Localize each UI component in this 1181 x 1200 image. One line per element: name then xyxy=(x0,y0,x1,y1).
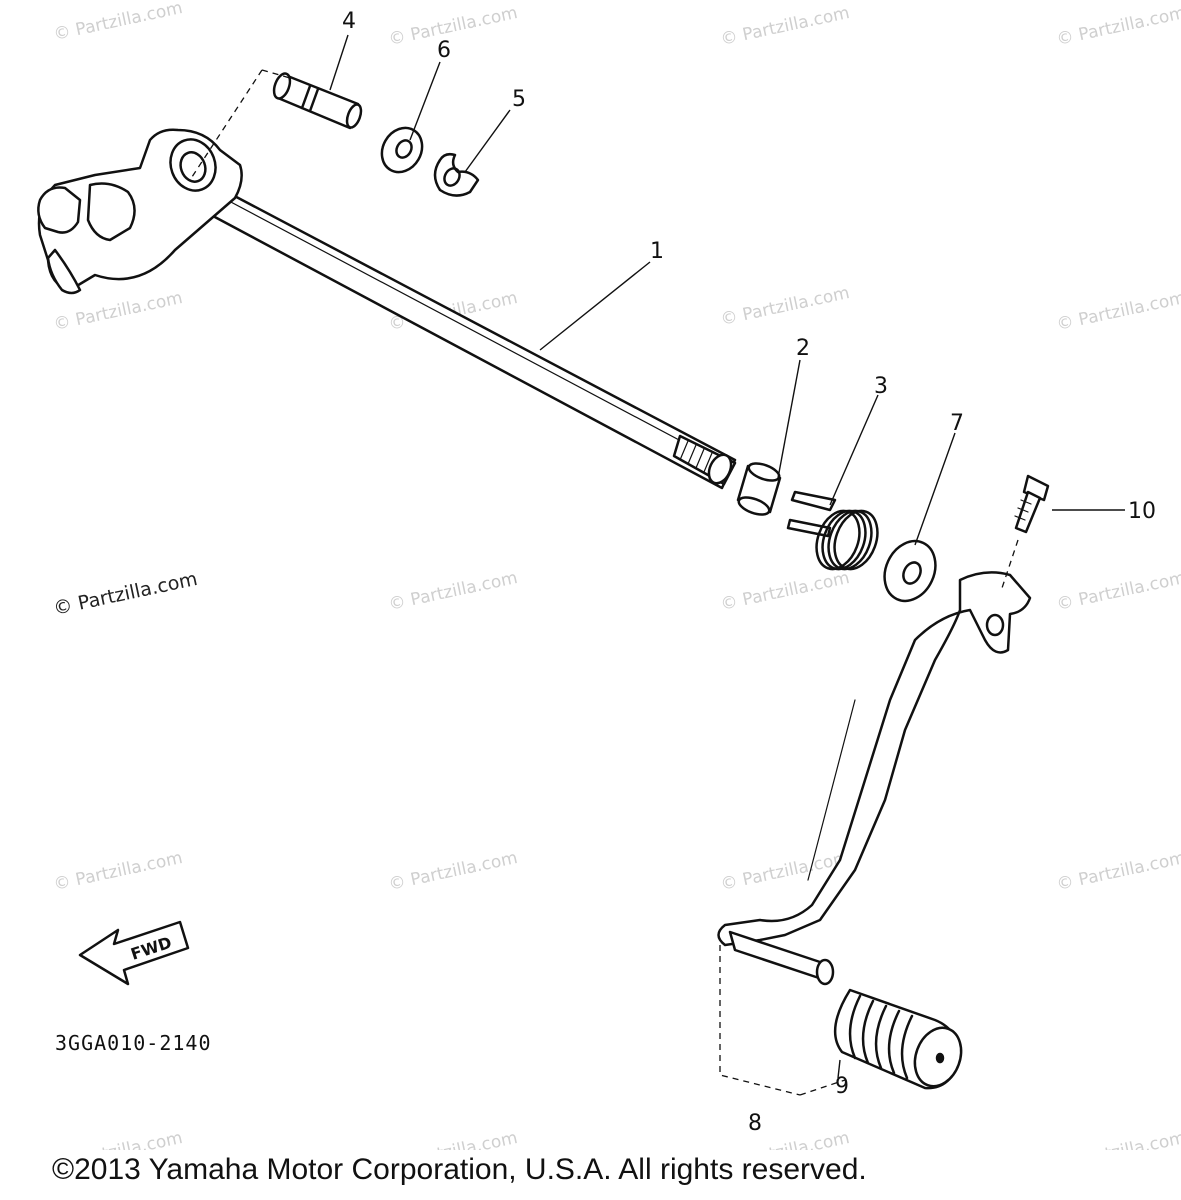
watermark: © Partzilla.com xyxy=(387,3,519,50)
watermark: © Partzilla.com xyxy=(1055,848,1181,895)
watermark: © Partzilla.com xyxy=(719,3,851,50)
leader-line-5 xyxy=(464,109,511,173)
callout-9: 9 xyxy=(835,1074,849,1099)
watermark: © Partzilla.com xyxy=(719,283,851,330)
callout-5: 5 xyxy=(512,87,526,112)
assembly-lines xyxy=(189,69,1019,1096)
leader-line-7 xyxy=(914,432,956,546)
part-pin xyxy=(272,72,363,130)
callout-8: 8 xyxy=(748,1111,762,1136)
shift-shaft-exploded-diagram: © Partzilla.com © Partzilla.com © Partzi… xyxy=(37,0,1181,1150)
leader-line-1 xyxy=(539,261,651,351)
watermark: © Partzilla.com xyxy=(52,1128,184,1150)
leader-line-3 xyxy=(829,394,879,506)
watermark: © Partzilla.com xyxy=(387,1128,519,1150)
part-shift-shaft xyxy=(37,128,737,490)
part-washer-7 xyxy=(883,539,937,603)
forward-arrow-icon: FWD xyxy=(78,920,190,986)
part-bolt xyxy=(1014,474,1050,534)
watermark: © Partzilla.com xyxy=(52,0,184,45)
callout-10: 10 xyxy=(1128,499,1156,524)
watermark: © Partzilla.com xyxy=(1055,568,1181,615)
callout-2: 2 xyxy=(796,336,810,361)
part-circlip xyxy=(433,152,480,197)
watermark-prominent: © Partzilla.com xyxy=(51,568,199,620)
leader-line-2 xyxy=(777,359,801,479)
callout-1: 1 xyxy=(650,239,664,264)
callout-7: 7 xyxy=(950,411,964,436)
part-collar xyxy=(736,462,782,516)
leader-lines xyxy=(329,34,1125,1079)
diagram-part-code: 3GGA010-2140 xyxy=(55,1031,212,1055)
part-washer-6 xyxy=(380,126,424,174)
watermark: © Partzilla.com xyxy=(387,568,519,615)
leader-line-4 xyxy=(329,34,349,91)
watermark: © Partzilla.com xyxy=(52,848,184,895)
watermark: © Partzilla.com xyxy=(52,288,184,335)
callout-4: 4 xyxy=(342,9,356,34)
watermark: © Partzilla.com xyxy=(1055,1128,1181,1150)
part-return-spring xyxy=(786,490,879,571)
watermark: © Partzilla.com xyxy=(719,568,851,615)
watermark: © Partzilla.com xyxy=(719,1128,851,1150)
leader-line-9 xyxy=(837,1059,841,1079)
callout-3: 3 xyxy=(874,374,888,399)
leader-line-6 xyxy=(409,61,441,141)
watermark: © Partzilla.com xyxy=(1055,3,1181,50)
watermark: © Partzilla.com xyxy=(1055,288,1181,335)
part-shift-pedal xyxy=(717,571,1032,986)
copyright-notice: ©2013 Yamaha Motor Corporation, U.S.A. A… xyxy=(52,1153,867,1186)
part-pedal-rubber xyxy=(833,988,963,1090)
watermark: © Partzilla.com xyxy=(387,848,519,895)
callout-6: 6 xyxy=(437,38,451,63)
